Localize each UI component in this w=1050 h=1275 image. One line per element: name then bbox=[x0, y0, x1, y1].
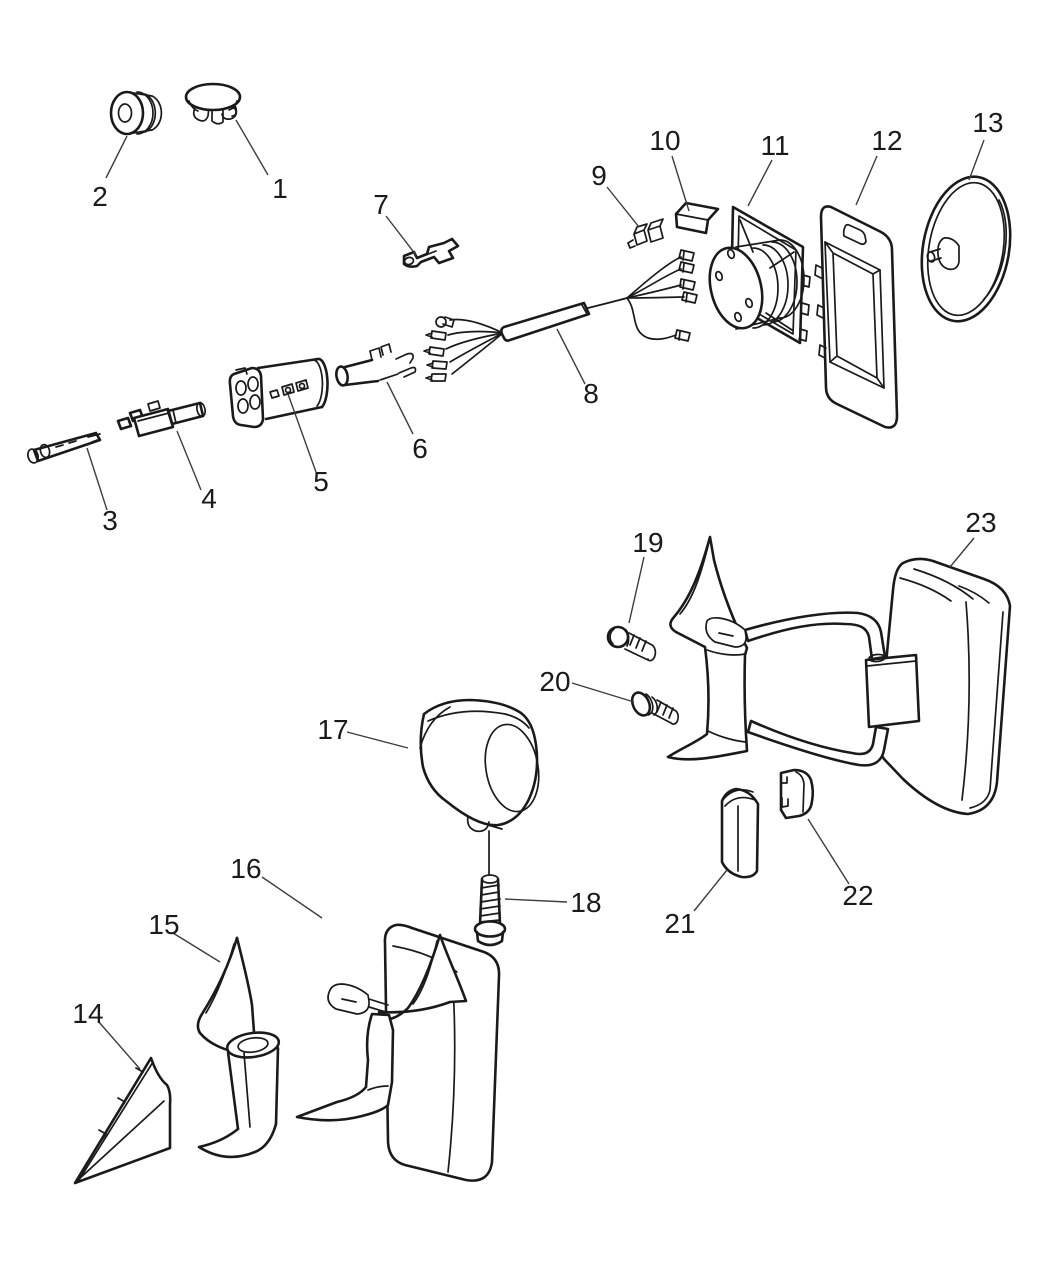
callout-9-leader bbox=[606, 186, 640, 228]
callout-14-label: 14 bbox=[72, 998, 103, 1029]
callout-2-leader bbox=[105, 135, 128, 179]
callout-10-leader bbox=[671, 155, 690, 212]
callout-16-leader bbox=[261, 876, 323, 919]
callout-5-leader bbox=[287, 393, 317, 473]
part-20-bolt-washer bbox=[630, 691, 680, 725]
part-3-terminal-pin bbox=[26, 431, 102, 464]
callout-14-leader bbox=[97, 1020, 141, 1070]
callout-17-leader bbox=[346, 731, 409, 749]
callout-12-label: 12 bbox=[871, 125, 902, 156]
callout-3-leader bbox=[86, 447, 108, 511]
part-21-cover-strip bbox=[720, 787, 760, 879]
callout-11-leader bbox=[747, 159, 773, 207]
part-18-screw bbox=[473, 830, 507, 947]
callout-labels: 1 2 3 4 5 6 7 8 9 10 11 12 13 14 15 16 1… bbox=[72, 107, 1003, 1029]
part-4-connector-sleeve bbox=[116, 400, 207, 438]
callout-18-leader bbox=[504, 898, 568, 903]
part-2-grommet bbox=[109, 90, 163, 136]
callout-18-label: 18 bbox=[570, 887, 601, 918]
part-15-arm-base-cover bbox=[196, 936, 281, 1159]
callout-19-label: 19 bbox=[632, 527, 663, 558]
callout-11-label: 11 bbox=[760, 130, 789, 161]
callout-7-leader bbox=[385, 215, 417, 256]
callout-21-leader bbox=[693, 869, 728, 912]
callout-5-label: 5 bbox=[313, 466, 329, 497]
callout-22-leader bbox=[807, 818, 850, 885]
callout-9-label: 9 bbox=[591, 160, 607, 191]
callout-23-leader bbox=[949, 537, 975, 568]
callout-22-label: 22 bbox=[842, 880, 873, 911]
part-17-wide-angle-mirror bbox=[419, 698, 540, 833]
callout-15-leader bbox=[172, 932, 221, 963]
part-11-mirror-motor bbox=[708, 205, 811, 345]
part-7-retainer-clip bbox=[402, 237, 460, 268]
callout-4-label: 4 bbox=[201, 483, 217, 514]
callout-8-leader bbox=[556, 328, 586, 385]
part-22-clip bbox=[779, 768, 815, 820]
part-1-cap-plug bbox=[184, 82, 242, 125]
part-5-connector-housing bbox=[228, 357, 329, 429]
callout-21-label: 21 bbox=[664, 908, 695, 939]
callout-19-leader bbox=[628, 556, 645, 624]
callout-13-label: 13 bbox=[972, 107, 1003, 138]
leader-lines bbox=[86, 119, 985, 1070]
mirror-arm-lower-tube bbox=[746, 719, 890, 767]
callout-10-label: 10 bbox=[649, 125, 680, 156]
callout-17-label: 17 bbox=[317, 714, 348, 745]
part-13-mirror-ring bbox=[920, 175, 1012, 323]
callout-15-label: 15 bbox=[148, 909, 179, 940]
callout-20-leader bbox=[571, 682, 635, 703]
part-14-triangular-cover bbox=[73, 1056, 172, 1185]
callout-6-label: 6 bbox=[412, 433, 428, 464]
callout-20-label: 20 bbox=[539, 666, 570, 697]
callout-1-leader bbox=[235, 119, 269, 176]
callout-7-label: 7 bbox=[373, 189, 389, 220]
mirror-arm-base-fin bbox=[666, 535, 749, 761]
part-10-connector-block bbox=[674, 201, 720, 235]
callout-3-label: 3 bbox=[102, 505, 118, 536]
part-8-wiring-harness bbox=[423, 249, 698, 382]
callout-23-label: 23 bbox=[965, 507, 996, 538]
callout-13-leader bbox=[968, 139, 985, 181]
mirror-arm-upper-tube bbox=[743, 611, 887, 661]
callout-16-label: 16 bbox=[230, 853, 261, 884]
part-16-mirror-assembly bbox=[295, 923, 501, 1182]
callout-2-label: 2 bbox=[92, 181, 108, 212]
part-19-bolt bbox=[606, 625, 657, 662]
callout-6-leader bbox=[386, 381, 414, 435]
callout-4-leader bbox=[176, 430, 202, 491]
part-12-mirror-glass-plate bbox=[814, 205, 899, 429]
part-9-connector-small bbox=[627, 218, 664, 249]
callout-8-label: 8 bbox=[583, 378, 599, 409]
mirror-mount-block bbox=[864, 653, 921, 729]
callout-1-label: 1 bbox=[272, 173, 288, 204]
callout-12-leader bbox=[855, 155, 878, 206]
part-6-terminal bbox=[335, 343, 417, 387]
